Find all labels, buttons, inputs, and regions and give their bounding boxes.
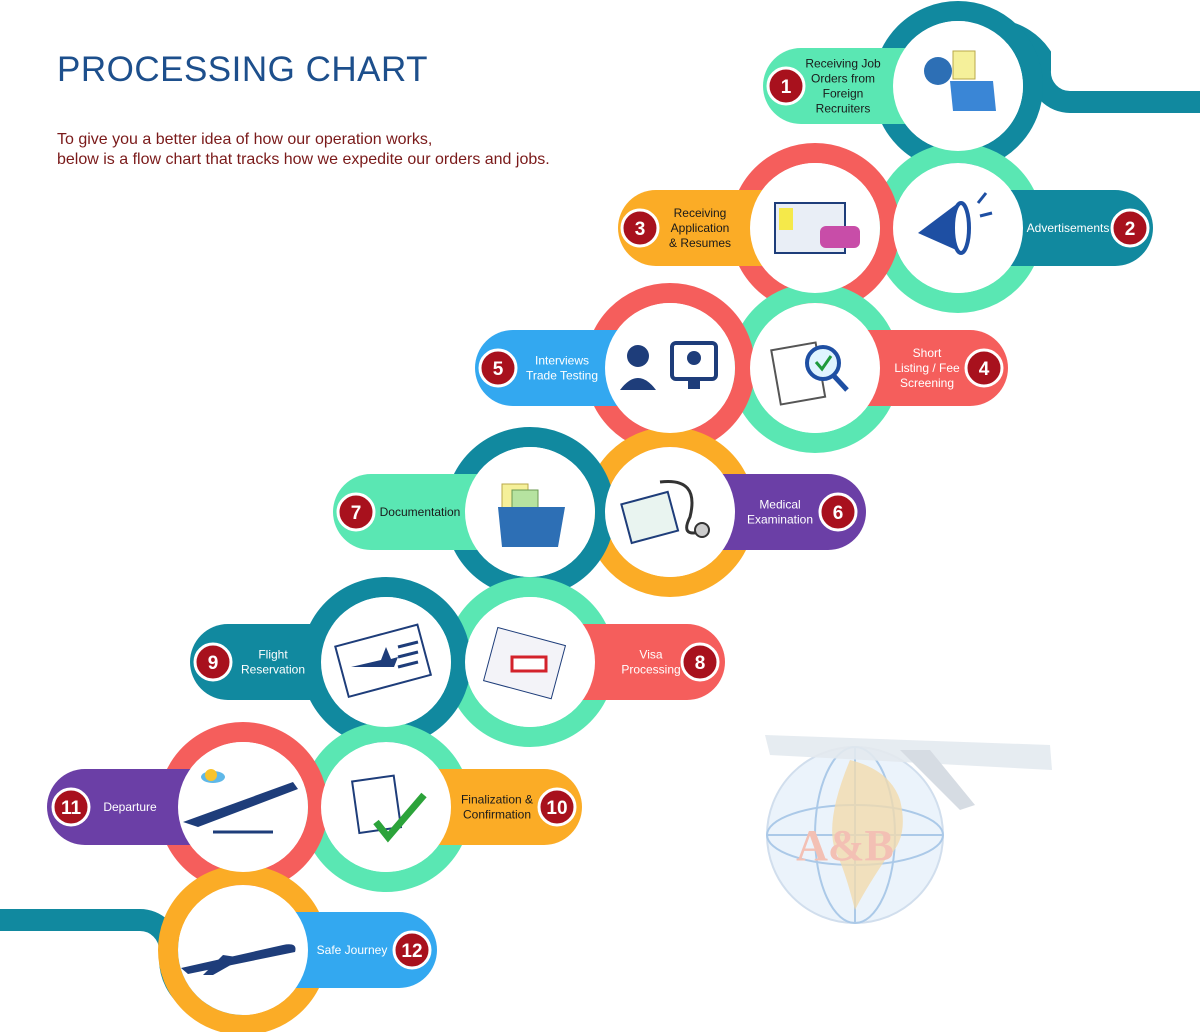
- checklist-magnifier-icon: [770, 341, 849, 406]
- step-label-line: Orders from: [811, 72, 875, 86]
- page-title: PROCESSING CHART: [57, 50, 429, 89]
- logo-text: A&B: [796, 821, 894, 870]
- step-number-badge: [818, 492, 858, 532]
- step-number: 8: [695, 653, 706, 674]
- step-label-line: Visa: [639, 648, 662, 662]
- step-number-badge: [51, 787, 91, 827]
- step-label-line: Receiving: [674, 206, 727, 220]
- step-label-line: Departure: [103, 800, 157, 814]
- step-label-line: Screening: [900, 376, 954, 390]
- step-number: 9: [208, 653, 219, 674]
- step-number-badge: [193, 642, 233, 682]
- step-number-badge: [478, 348, 518, 388]
- step-number: 4: [979, 359, 990, 380]
- globe-airplane-logo: A&B: [765, 735, 1052, 924]
- megaphone-icon: [918, 192, 993, 255]
- step-label-line: Foreign: [823, 87, 864, 101]
- step-number-badge: [680, 642, 720, 682]
- step-number-badge: [537, 787, 577, 827]
- intro-line-2: below is a flow chart that tracks how we…: [57, 151, 550, 168]
- step-label-line: & Resumes: [669, 236, 731, 250]
- flight-ticket-icon: [334, 623, 433, 699]
- icon-disc: [178, 885, 308, 1015]
- step-label-line: Listing / Fee: [894, 361, 960, 375]
- step-number: 10: [546, 798, 567, 819]
- step-label-line: Receiving Job: [805, 57, 881, 71]
- checklist-tick-icon: [350, 774, 427, 843]
- step-label-line: Recruiters: [816, 102, 871, 116]
- medical-pass-icon: [620, 479, 710, 545]
- step-label-line: Flight: [258, 648, 288, 662]
- globe-folder-icon: [924, 50, 996, 111]
- step-label-line: Medical: [759, 498, 800, 512]
- plane-flying-icon: [181, 944, 296, 975]
- step-number: 11: [61, 798, 82, 819]
- step-label-line: Short: [913, 346, 942, 360]
- step-label-line: Interviews: [535, 354, 589, 368]
- step-number: 2: [1125, 219, 1136, 240]
- intro-text: To give you a better idea of how our ope…: [57, 130, 550, 170]
- step-label-line: Reservation: [241, 663, 305, 677]
- step-number-badge: [620, 208, 660, 248]
- step-number-badge: [392, 930, 432, 970]
- resume-folder-icon: [774, 202, 860, 254]
- step-number-badge: [336, 492, 376, 532]
- step-number: 7: [351, 503, 362, 524]
- plane-takeoff-icon: [183, 769, 298, 834]
- step-number: 5: [493, 359, 504, 380]
- step-number: 6: [833, 503, 844, 524]
- step-label-line: Safe Journey: [317, 943, 388, 957]
- step-number-badge: [766, 66, 806, 106]
- intro-line-1: To give you a better idea of how our ope…: [57, 131, 433, 148]
- step-label-line: Confirmation: [463, 808, 531, 822]
- step-number: 3: [635, 219, 646, 240]
- step-label-line: Processing: [621, 663, 680, 677]
- step-number-badge: [964, 348, 1004, 388]
- step-label-line: Application: [671, 221, 730, 235]
- step-number: 1: [781, 77, 792, 98]
- step-label-line: Trade Testing: [526, 369, 598, 383]
- interview-headset-icon: [620, 341, 718, 390]
- step-label-line: Examination: [747, 513, 813, 527]
- visa-stamp-icon: [482, 626, 567, 700]
- step-number: 12: [401, 941, 422, 962]
- step-label-line: Finalization &: [461, 793, 533, 807]
- step-number-badge: [1110, 208, 1150, 248]
- step-12: 12 Safe Journey: [178, 885, 437, 1015]
- step-label-line: Documentation: [380, 505, 461, 519]
- document-folder-icon: [498, 483, 565, 547]
- step-label-line: Advertisements: [1027, 221, 1110, 235]
